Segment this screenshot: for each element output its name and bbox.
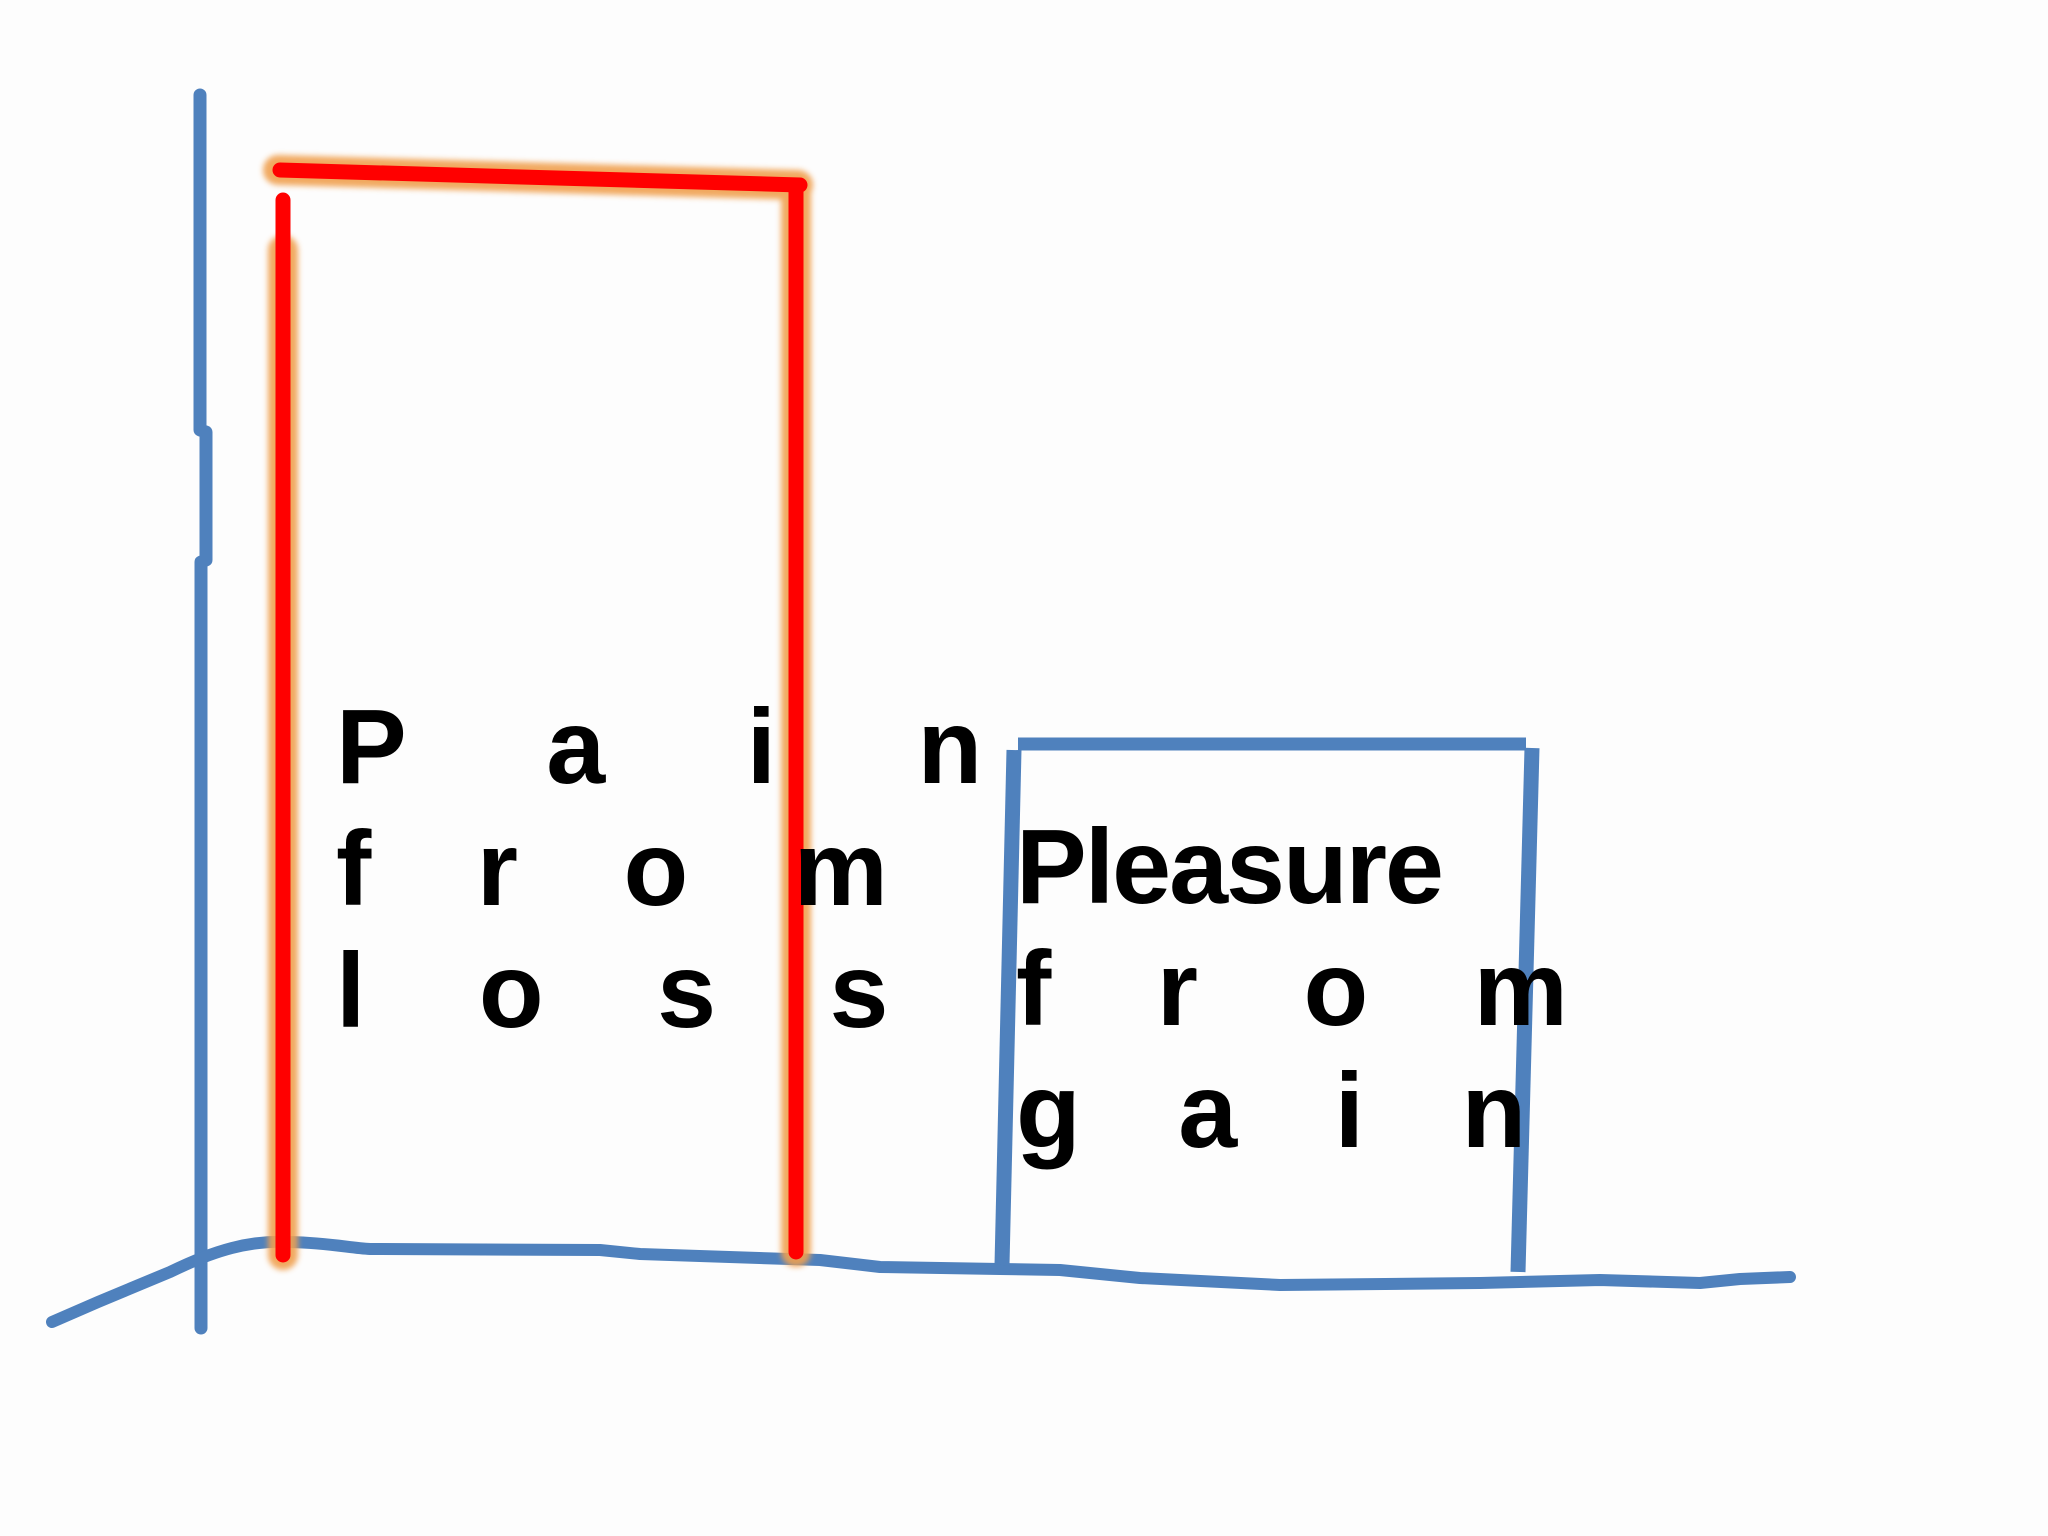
gain-bar xyxy=(994,737,1540,1273)
gain-label-line-3: g a i n xyxy=(1016,1052,1561,1170)
horizontal-baseline xyxy=(46,1235,1796,1328)
vertical-axis xyxy=(193,88,213,1335)
pain-from-loss-label: P a i n f r o m l o s s xyxy=(336,686,1038,1052)
gain-label-line-2: f r o m xyxy=(1016,930,1606,1048)
loss-label-line-2: f r o m xyxy=(336,810,926,928)
loss-bar xyxy=(263,155,813,1270)
gain-label-line-1: Pleasure xyxy=(1016,808,1444,926)
loss-label-line-3: l o s s xyxy=(336,932,931,1050)
pleasure-from-gain-label: Pleasure f r o m g a i n xyxy=(1016,806,1606,1172)
loss-label-line-1: P a i n xyxy=(336,688,1039,806)
